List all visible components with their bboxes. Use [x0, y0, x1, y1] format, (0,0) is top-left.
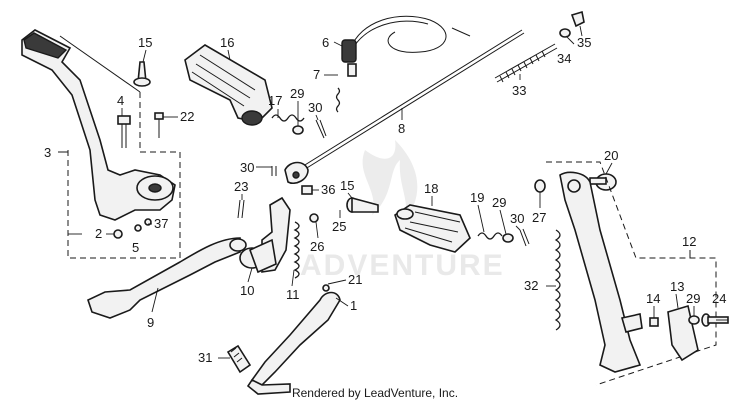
part-26 — [309, 213, 319, 223]
cable-6 — [341, 15, 471, 77]
watermark-logo: ADVENTURE — [300, 140, 505, 282]
callout-25: 25 — [332, 219, 346, 234]
footpeg-16 — [184, 44, 273, 126]
callout-16: 16 — [220, 35, 234, 50]
bolt-22 — [154, 112, 164, 138]
callout-1: 1 — [350, 298, 357, 313]
spring-11 — [293, 221, 300, 279]
part-34 — [559, 28, 571, 38]
nut-36 — [301, 185, 313, 195]
threaded-rod-33 — [494, 43, 558, 83]
part-21 — [322, 284, 330, 292]
cotter-pin-30-top — [315, 119, 327, 139]
callout-6: 6 — [322, 35, 329, 50]
callout-36: 36 — [321, 182, 335, 197]
callout-17: 17 — [268, 93, 282, 108]
leader-lines — [68, 25, 728, 359]
callout-35: 35 — [577, 35, 591, 50]
callout-18: 18 — [424, 181, 438, 196]
rod-8 — [284, 29, 525, 185]
pin-15-mid — [346, 196, 379, 213]
washer-29-top — [292, 125, 304, 135]
spring-7 — [335, 87, 341, 113]
spring-19 — [477, 232, 503, 240]
callout-11: 11 — [286, 287, 300, 302]
callout-7: 7 — [313, 67, 320, 82]
spring-17 — [271, 114, 305, 122]
washer-29-bottom — [688, 315, 700, 325]
washer-29-mid — [502, 233, 514, 243]
pin-15-left — [133, 61, 151, 87]
cotter-pin-30-mid — [271, 166, 277, 176]
callout-23: 23 — [234, 179, 248, 194]
part-35 — [570, 10, 585, 28]
spring-32 — [554, 229, 561, 331]
callout-30-top: 30 — [308, 100, 322, 115]
callout-29-top: 29 — [290, 86, 304, 101]
callout-10: 10 — [240, 283, 254, 298]
bolt-4 — [117, 115, 131, 148]
callout-20: 20 — [604, 148, 618, 163]
callout-4: 4 — [117, 93, 124, 108]
callout-24: 24 — [712, 291, 726, 306]
callout-30-right: 30 — [510, 211, 524, 226]
bolt-23 — [237, 199, 245, 219]
callout-32: 32 — [524, 278, 538, 293]
callout-21: 21 — [348, 272, 362, 287]
callout-34: 34 — [557, 51, 571, 66]
callout-15-mid: 15 — [340, 178, 354, 193]
callout-labels: 15 16 6 7 35 34 33 4 22 17 29 30 8 3 30 … — [44, 35, 726, 365]
callout-14: 14 — [646, 291, 660, 306]
callout-30-mid: 30 — [240, 160, 254, 175]
kick-starter-arm — [21, 29, 176, 221]
footer-credit: Rendered by LeadVenture, Inc. — [291, 386, 459, 400]
callout-26: 26 — [310, 239, 324, 254]
watermark-text: ADVENTURE — [300, 249, 505, 282]
callout-19: 19 — [470, 190, 484, 205]
callout-2: 2 — [95, 226, 102, 241]
footpeg-18 — [394, 204, 471, 253]
part-31 — [226, 344, 252, 374]
callout-31: 31 — [198, 350, 212, 365]
part-14 — [649, 317, 659, 327]
brake-pedal-9 — [87, 237, 247, 319]
side-stand — [559, 171, 643, 373]
cotter-pin-30-right — [519, 228, 530, 247]
callout-12: 12 — [682, 234, 696, 249]
knob-20 — [589, 173, 617, 191]
callout-3: 3 — [44, 145, 51, 160]
callout-22: 22 — [180, 109, 194, 124]
small-parts-2-5-37 — [113, 218, 152, 239]
callout-33: 33 — [512, 83, 526, 98]
rubber-13 — [667, 304, 699, 362]
group-bracket-3 — [67, 92, 181, 259]
callout-29-bottom: 29 — [686, 291, 700, 306]
callout-8: 8 — [398, 121, 405, 136]
callout-29-mid: 29 — [492, 195, 506, 210]
callout-15-upper: 15 — [138, 35, 152, 50]
callout-13: 13 — [670, 279, 684, 294]
callout-9: 9 — [147, 315, 154, 330]
callout-37: 37 — [154, 216, 168, 231]
part-27 — [534, 179, 546, 193]
callout-5: 5 — [132, 240, 139, 255]
brake-pivot-bracket — [239, 196, 291, 274]
lever-1 — [246, 291, 341, 395]
callout-27: 27 — [532, 210, 546, 225]
